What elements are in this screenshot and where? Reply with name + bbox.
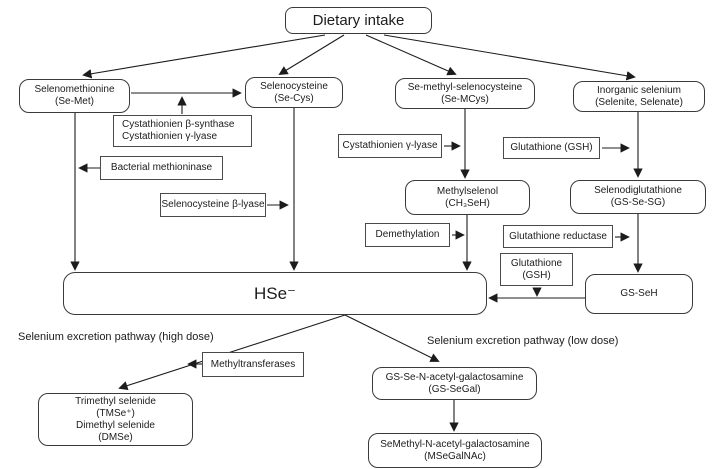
node-glutathione-gsh-1: Glutathione (GSH) [503, 137, 600, 159]
node-cystathionine-gamma-lyase: Cystathionien γ-lyase [338, 134, 442, 158]
node-gs-seh: GS-SeH [585, 274, 693, 314]
node-glutathione-gsh-2: Glutathione (GSH) [500, 253, 573, 286]
node-selenodiglutathione: Selenodiglutathione (GS-Se-SG) [570, 180, 706, 214]
node-cystathionine-enzymes: Cystathionien β-synthase Cystathionien γ… [113, 115, 252, 147]
node-tmse-dmse: Trimethyl selenide (TMSe⁺) Dimethyl sele… [38, 393, 193, 446]
node-methyltransferases: Methyltransferases [202, 352, 304, 377]
node-hse: HSe⁻ [63, 272, 487, 315]
node-glutathione-reductase: Glutathione reductase [503, 225, 613, 248]
node-msegalnac: SeMethyl-N-acetyl-galactosamine (MSeGalN… [368, 433, 542, 468]
node-bacterial-methioninase: Bacterial methioninase [100, 156, 223, 180]
label-excretion-low-dose: Selenium excretion pathway (low dose) [427, 335, 619, 347]
node-dietary-intake: Dietary intake [285, 7, 432, 34]
node-inorganic-selenium: Inorganic selenium (Selenite, Selenate) [573, 81, 705, 112]
node-demethylation: Demethylation [365, 223, 450, 247]
node-selenomethionine: Selenomethionine (Se-Met) [19, 79, 130, 113]
label-excretion-high-dose: Selenium excretion pathway (high dose) [18, 331, 214, 343]
node-methylselenol: Methylselenol (CH₃SeH) [405, 180, 530, 215]
node-se-methyl-selenocysteine: Se-methyl-selenocysteine (Se-MCys) [395, 78, 535, 109]
node-gs-segal: GS-Se-N-acetyl-galactosamine (GS-SeGal) [372, 367, 537, 400]
node-selenocysteine-beta-lyase: Selenocysteine β-lyase [160, 193, 266, 217]
node-selenocysteine: Selenocysteine (Se-Cys) [245, 77, 343, 108]
